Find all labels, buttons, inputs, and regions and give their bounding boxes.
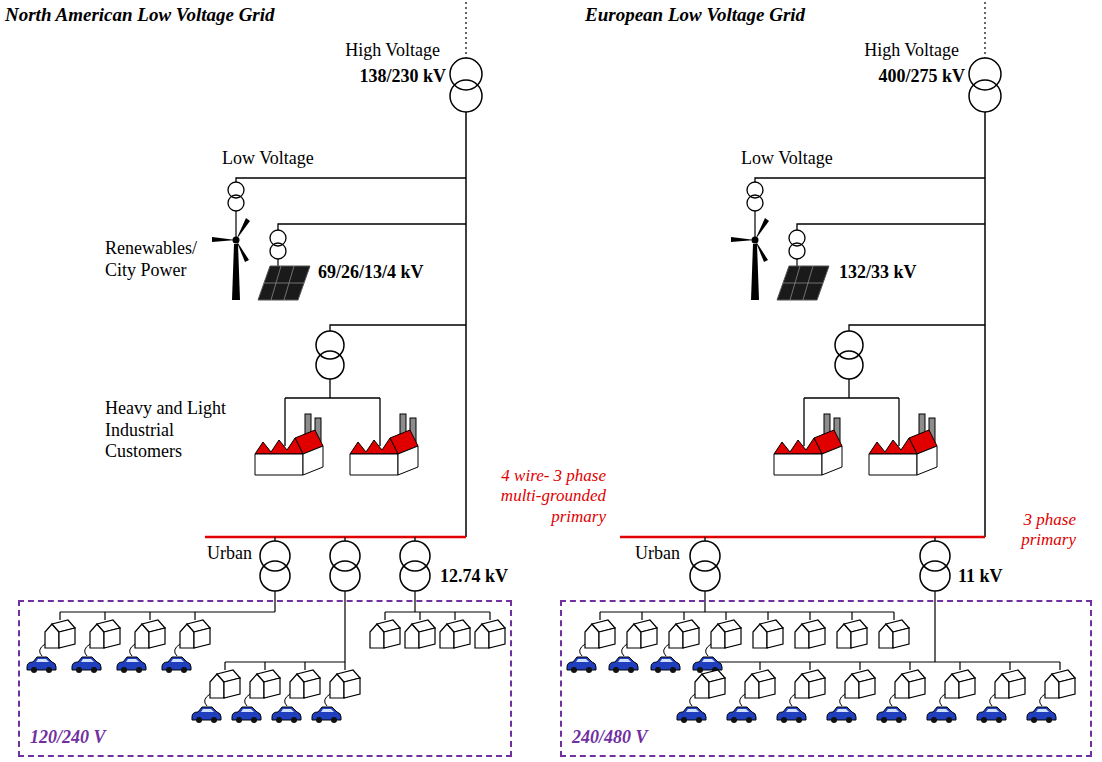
european-supply bbox=[731, 2, 1001, 537]
source-label: Renewables/ City Power bbox=[105, 238, 205, 281]
voltage-level-label: Low Voltage bbox=[741, 148, 833, 170]
voltage-level-label: Low Voltage bbox=[222, 148, 314, 170]
voltage-value: 69/26/13/4 kV bbox=[318, 262, 424, 284]
voltage-level-label: High Voltage bbox=[345, 40, 440, 62]
voltage-value: 12.74 kV bbox=[440, 566, 508, 588]
primary-feeder bbox=[620, 536, 985, 539]
voltage-value: 132/33 kV bbox=[839, 262, 917, 284]
grid-title: North American Low Voltage Grid bbox=[5, 4, 275, 27]
voltage-value: 11 kV bbox=[958, 566, 1003, 588]
feeder-note: 4 wire- 3 phase multi-grounded primary bbox=[476, 466, 606, 527]
grid-title: European Low Voltage Grid bbox=[585, 4, 805, 27]
european-distribution bbox=[567, 537, 1075, 723]
voltage-level-label: High Voltage bbox=[864, 40, 959, 62]
north-american-supply bbox=[212, 2, 482, 537]
feeder-note: 3 phase primary bbox=[996, 510, 1076, 551]
service-area-box: 240/480 V bbox=[560, 600, 1092, 757]
area-label: Urban bbox=[207, 543, 252, 565]
service-area-box: 120/240 V bbox=[18, 600, 512, 757]
customer-label: Heavy and Light Industrial Customers bbox=[105, 398, 235, 463]
service-voltage-label: 120/240 V bbox=[30, 727, 106, 749]
voltage-value: 400/275 kV bbox=[878, 66, 965, 88]
north-american-distribution bbox=[27, 537, 505, 723]
primary-feeder bbox=[205, 536, 466, 539]
area-label: Urban bbox=[635, 543, 680, 565]
service-voltage-label: 240/480 V bbox=[572, 727, 648, 749]
voltage-value: 138/230 kV bbox=[359, 66, 446, 88]
